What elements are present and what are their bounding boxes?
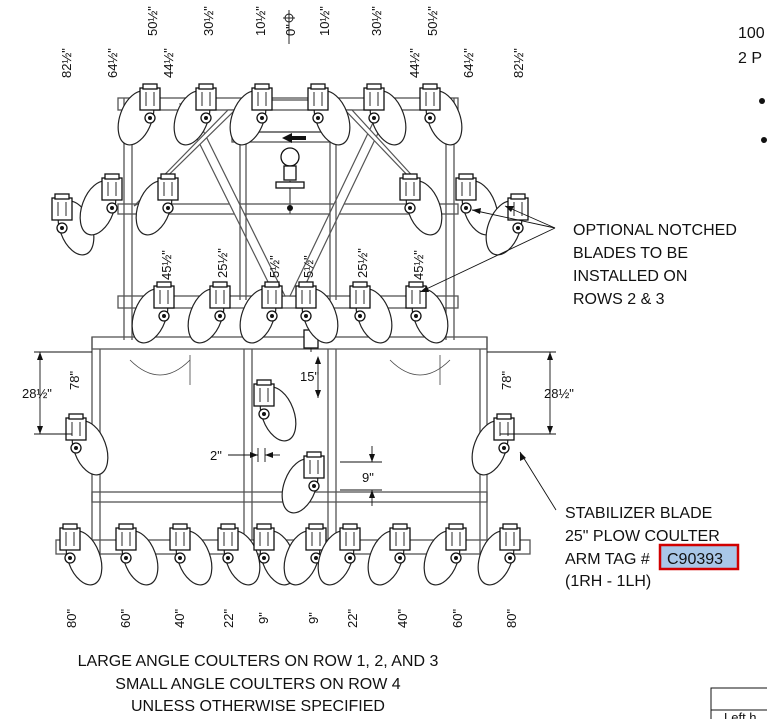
row3-coulter-unit: [187, 281, 231, 344]
footer-line-3: UNLESS OTHERWISE SPECIFIED: [131, 698, 385, 715]
center-9-dim: 9": [362, 470, 374, 485]
row2-coulter-unit: [135, 173, 179, 236]
row4-coulter-unit: [367, 523, 411, 586]
row3-offset-labels: 45½" 25½" 5½" 5½" 25½" 45½": [159, 248, 426, 280]
row4-22-right: 22": [345, 609, 360, 628]
notched-note-line-2: BLADES TO BE: [573, 245, 688, 262]
row4-40-left: 40": [172, 609, 187, 628]
row1-64-right: 64½": [461, 48, 476, 78]
left-height-dim: 28½": [22, 386, 52, 401]
row3-coulter-unit: [349, 281, 393, 344]
row1-44-left: 44½": [161, 48, 176, 78]
corner-text-1: 100: [738, 25, 765, 42]
notched-blades-note: OPTIONAL NOTCHED BLADES TO BE INSTALLED …: [573, 222, 737, 308]
row1-coulter-unit: [363, 83, 407, 146]
row3-coulter-unit: [131, 281, 175, 344]
row3-25-left: 25½": [215, 248, 230, 278]
stabilizer-note: STABILIZER BLADE 25" PLOW COULTER ARM TA…: [565, 505, 740, 590]
corner-box-text: Left h: [724, 710, 757, 719]
row1-coulter-unit: [117, 83, 161, 146]
row2-coulter-unit: [399, 173, 443, 236]
notched-note-line-1: OPTIONAL NOTCHED: [573, 222, 737, 239]
row1-82-left: 82½": [59, 48, 74, 78]
footer-line-1: LARGE ANGLE COULTERS ON ROW 1, 2, AND 3: [78, 653, 439, 670]
row4-coulter-unit: [423, 523, 467, 586]
arm-tag-label: ARM TAG #: [565, 551, 650, 568]
row1-coulter-unit: [229, 83, 273, 146]
row1-coulter-unit: [419, 83, 463, 146]
notched-note-line-4: ROWS 2 & 3: [573, 291, 665, 308]
coulter-units: [51, 83, 529, 586]
row4-coulter-unit: [59, 523, 103, 586]
dimension-lines: [34, 10, 556, 506]
row4-80-left: 80": [64, 609, 79, 628]
row4-40-right: 40": [395, 609, 410, 628]
row3-coulter-unit: [405, 281, 449, 344]
right-stabilizer-offset: 78": [499, 371, 514, 390]
row4-60-right: 60": [450, 609, 465, 628]
row4-offset-labels: 80" 60" 40" 22" 9" 9" 22" 40" 60" 80": [64, 609, 519, 628]
arm-tag-count: (1RH - 1LH): [565, 573, 651, 590]
row1-coulter-unit: [173, 83, 217, 146]
center-gauge-unit: [253, 379, 297, 442]
row3-coulter-unit: [295, 281, 339, 344]
row4-coulter-unit: [477, 523, 521, 586]
notched-note-line-3: INSTALLED ON: [573, 268, 687, 285]
center-15-dim: 15": [300, 369, 319, 384]
row3-coulter-unit: [239, 281, 283, 344]
leader-lines: [419, 205, 557, 511]
row4-9-right: 9": [306, 612, 321, 624]
row4-80-right: 80": [504, 609, 519, 628]
row3-5-left: 5½": [267, 255, 282, 278]
row3-45-right: 45½": [411, 250, 426, 280]
row1-50-right: 50½": [425, 6, 440, 36]
row3-45-left: 45½": [159, 250, 174, 280]
row1-offset-labels: 82½" 64½" 44½" 50½" 30½" 10½" 0" 10½" 30…: [59, 6, 526, 78]
row4-22-left: 22": [221, 609, 236, 628]
row2-coulter-unit: [79, 173, 123, 236]
row4-60-left: 60": [118, 609, 133, 628]
corner-cropped-content: 100 2 P Left h: [710, 25, 767, 719]
row3-5-right: 5½": [301, 255, 316, 278]
footer-notes: LARGE ANGLE COULTERS ON ROW 1, 2, AND 3 …: [78, 653, 439, 715]
left-stabilizer-unit: [65, 413, 109, 476]
row1-50-left: 50½": [145, 6, 160, 36]
center-gauge-unit: [281, 451, 325, 514]
row4-coulter-unit: [253, 523, 297, 586]
row1-64-left: 64½": [105, 48, 120, 78]
row1-30-left: 30½": [201, 6, 216, 36]
corner-text-2: 2 P: [738, 50, 762, 67]
row1-centerline: 0": [283, 24, 298, 36]
left-stabilizer-offset: 78": [67, 371, 82, 390]
stabilizer-note-line-1: STABILIZER BLADE: [565, 505, 712, 522]
row1-10-left: 10½": [253, 6, 268, 36]
row4-coulter-unit: [217, 523, 261, 586]
row1-10-right: 10½": [317, 6, 332, 36]
row4-coulter-unit: [317, 523, 361, 586]
footer-line-2: SMALL ANGLE COULTERS ON ROW 4: [115, 676, 401, 693]
row1-82-right: 82½": [511, 48, 526, 78]
center-2-dim: 2": [210, 448, 222, 463]
right-stabilizer-unit: [471, 413, 515, 476]
row3-25-right: 25½": [355, 248, 370, 278]
row4-coulter-unit: [169, 523, 213, 586]
dimension-text: 28½" 28½" 78" 78" 15" 2" 9": [22, 369, 574, 485]
row4-coulter-unit: [283, 523, 327, 586]
row1-coulter-unit: [307, 83, 351, 146]
arm-tag-highlight: [658, 543, 740, 571]
stabilizer-note-line-2: 25" PLOW COULTER: [565, 528, 720, 545]
row4-coulter-unit: [115, 523, 159, 586]
row4-9-left: 9": [256, 612, 271, 624]
right-height-dim: 28½": [544, 386, 574, 401]
row1-30-right: 30½": [369, 6, 384, 36]
arm-tag-value: C90393: [667, 551, 723, 568]
row1-44-right: 44½": [407, 48, 422, 78]
